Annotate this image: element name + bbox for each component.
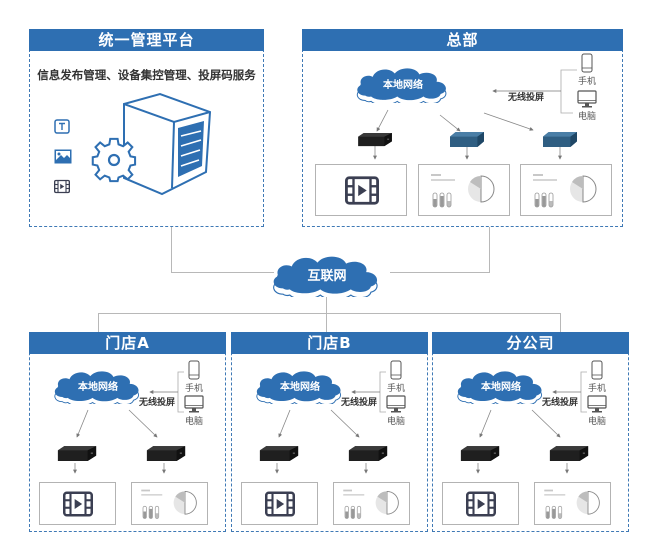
branch-title: 分公司	[432, 332, 629, 354]
screen-video	[39, 482, 116, 525]
video-icon	[345, 176, 379, 205]
branch-local-network-cloud: 本地网络	[451, 370, 551, 404]
player-box-blue	[543, 131, 577, 148]
connector-platform-to-internet	[171, 272, 274, 274]
connector-branch-a	[98, 313, 100, 332]
branch-phone-label: 手机	[386, 384, 405, 394]
screen-video	[442, 482, 519, 525]
player-box-dark	[146, 446, 186, 461]
server-icon	[123, 92, 212, 196]
platform-subtitle: 信息发布管理、设备集控管理、投屏码服务	[37, 68, 256, 82]
image-icon	[54, 149, 72, 164]
player-box-dark	[348, 446, 388, 461]
branch-network-label: 本地网络	[78, 382, 118, 393]
text-icon	[54, 119, 70, 134]
video-icon	[265, 491, 295, 517]
screen-dashboard	[333, 482, 410, 525]
connector-hq-down	[489, 227, 491, 273]
internet-cloud: 互联网	[268, 255, 386, 297]
headquarters-panel: 总部 本地网络 手机 电脑 无线投屏	[302, 29, 623, 227]
platform-title: 统一管理平台	[29, 29, 264, 51]
branch-panel: 门店B 本地网络 手机 电脑 无线投屏	[231, 332, 428, 532]
branch-pc-label: 电脑	[386, 417, 405, 427]
branch-pc-label: 电脑	[587, 417, 606, 427]
branch-arrows	[275, 371, 386, 474]
dashboard-icon	[140, 489, 198, 520]
screen-dashboard	[534, 482, 611, 525]
dashboard-icon	[532, 174, 597, 208]
screen-video	[241, 482, 318, 525]
platform-panel: 统一管理平台 信息发布管理、设备集控管理、投屏码服务	[29, 29, 264, 227]
branch-panel: 门店A 本地网络 手机 电脑 无线投屏	[29, 332, 226, 532]
connector-internet-to-hq	[390, 272, 490, 274]
internet-label: 互联网	[307, 269, 347, 284]
hq-pc-label: 电脑	[577, 112, 596, 122]
branch-wireless-label: 无线投屏	[542, 398, 579, 408]
hq-wireless-label: 无线投屏	[508, 93, 545, 103]
hq-local-network-cloud: 本地网络	[351, 67, 455, 103]
dashboard-icon	[342, 489, 400, 520]
player-box-blue	[450, 131, 484, 148]
player-box-dark	[460, 446, 500, 461]
branch-network-label: 本地网络	[280, 382, 320, 393]
branch-title: 门店A	[29, 332, 226, 354]
player-box-dark	[259, 446, 299, 461]
screen-video	[315, 164, 407, 216]
hq-network-label: 本地网络	[383, 80, 423, 91]
branch-wireless-label: 无线投屏	[341, 398, 378, 408]
video-icon	[54, 179, 70, 194]
wireless-bracket	[373, 69, 577, 160]
screen-dashboard	[131, 482, 208, 525]
branch-wireless-label: 无线投屏	[139, 398, 176, 408]
headquarters-title: 总部	[302, 29, 623, 51]
branch-arrows	[476, 371, 587, 474]
screen-dashboard	[520, 164, 612, 216]
video-icon	[466, 491, 496, 517]
branch-panel: 分公司 本地网络 手机 电脑 无线投屏	[432, 332, 629, 532]
connector-branches-bus	[98, 313, 561, 315]
player-box-dark	[549, 446, 589, 461]
gear-icon	[91, 137, 137, 183]
player-box-dark	[358, 132, 392, 147]
video-icon	[63, 491, 93, 517]
dashboard-icon	[430, 174, 495, 208]
screen-dashboard	[418, 164, 510, 216]
hq-phone-label: 手机	[577, 77, 596, 87]
dashboard-icon	[543, 489, 601, 520]
branch-local-network-cloud: 本地网络	[48, 370, 148, 404]
branch-pc-label: 电脑	[184, 417, 203, 427]
branch-arrows	[73, 371, 184, 474]
connector-platform-down	[171, 227, 173, 273]
branch-phone-label: 手机	[184, 384, 203, 394]
branch-local-network-cloud: 本地网络	[250, 370, 350, 404]
player-box-dark	[57, 446, 97, 461]
connector-branch-c	[560, 313, 562, 332]
branch-network-label: 本地网络	[481, 382, 521, 393]
branch-title: 门店B	[231, 332, 428, 354]
branch-phone-label: 手机	[587, 384, 606, 394]
